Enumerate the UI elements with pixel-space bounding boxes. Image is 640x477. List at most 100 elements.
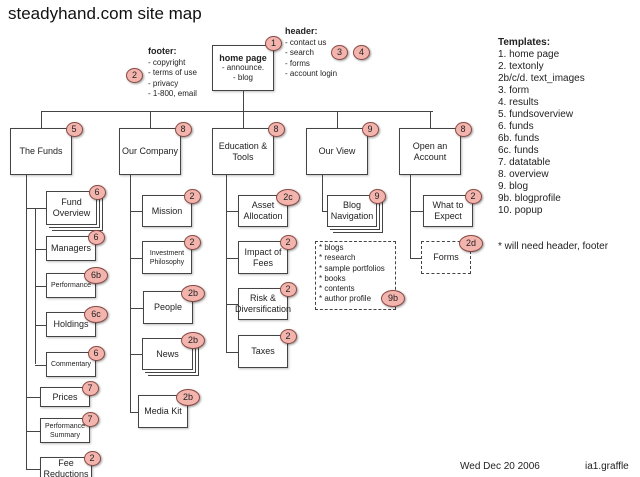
badge: 6 bbox=[87, 230, 105, 245]
connector-line bbox=[41, 111, 433, 112]
badge: 9 bbox=[368, 189, 386, 204]
footer-heading: footer: bbox=[148, 46, 177, 56]
node-our-company: Our Company bbox=[119, 128, 181, 175]
badge: 2 bbox=[279, 282, 297, 297]
template-item: 6c. funds bbox=[498, 145, 539, 156]
connector-line bbox=[410, 175, 411, 258]
node-open-an-account: Open an Account bbox=[399, 128, 461, 175]
badge: 9b bbox=[381, 290, 405, 307]
home-label: home page bbox=[219, 53, 267, 63]
list-item: * books bbox=[319, 273, 346, 283]
badge: 6b bbox=[84, 267, 108, 284]
badge: 6 bbox=[88, 185, 106, 200]
node-education-tools: Education & Tools bbox=[212, 128, 274, 175]
connector-line bbox=[410, 257, 421, 259]
blog-content-list: * blogs * research * sample portfolios *… bbox=[315, 241, 396, 310]
node-investment-philosophy: Investment Philosophy bbox=[142, 241, 192, 274]
footer-item: - privacy bbox=[148, 78, 179, 88]
badge: 9 bbox=[361, 122, 379, 137]
node-home-page: home page - announce. - blog bbox=[212, 45, 274, 91]
home-line: - announce. bbox=[221, 63, 265, 72]
connector-line bbox=[41, 111, 42, 128]
badge: 8 bbox=[174, 122, 192, 137]
badge: 3 bbox=[331, 45, 348, 60]
node-taxes: Taxes bbox=[238, 335, 288, 368]
badge: 2 bbox=[464, 189, 482, 204]
badge: 2 bbox=[183, 235, 201, 250]
template-item: 1. home page bbox=[498, 49, 560, 60]
node-impact-of-fees: Impact of Fees bbox=[238, 241, 288, 274]
connector-line bbox=[337, 111, 338, 128]
footer-item: - terms of use bbox=[148, 68, 197, 77]
header-item: - contact us bbox=[285, 37, 327, 47]
connector-line bbox=[410, 211, 423, 212]
list-item: * author profile bbox=[319, 294, 372, 304]
connector-line bbox=[130, 257, 142, 259]
node-prices: Prices bbox=[40, 387, 90, 407]
node-what-to-expect: What to Expect bbox=[423, 195, 473, 227]
header-item: - search bbox=[285, 48, 314, 57]
connector-line bbox=[130, 411, 138, 413]
badge: 2b bbox=[181, 332, 205, 349]
header-item: - forms bbox=[285, 58, 310, 68]
badge: 2 bbox=[279, 235, 297, 250]
connector-line bbox=[322, 211, 327, 212]
connector-line bbox=[430, 111, 431, 128]
template-item: 10. popup bbox=[498, 205, 543, 216]
template-item: 2. textonly bbox=[498, 61, 544, 72]
list-item: * blogs bbox=[319, 243, 344, 252]
badge: 2b bbox=[181, 285, 205, 302]
node-blog-navigation: Blog Navigation bbox=[327, 195, 377, 227]
template-item: 2b/c/d. text_images bbox=[498, 73, 585, 84]
node-our-view: Our View bbox=[306, 128, 368, 175]
node-fee-reductions: Fee Reductions bbox=[40, 457, 92, 477]
connector-line bbox=[130, 175, 131, 412]
badge: 4 bbox=[353, 45, 370, 60]
connector-line bbox=[26, 175, 27, 469]
badge: 2c bbox=[276, 189, 300, 206]
connector-line bbox=[26, 469, 40, 470]
header-note: header: - contact us - search - forms - … bbox=[285, 26, 337, 80]
badge: 6 bbox=[87, 346, 105, 361]
badge: 2b bbox=[176, 389, 200, 406]
date-label: Wed Dec 20 2006 bbox=[460, 461, 540, 472]
badge: 2d bbox=[459, 235, 483, 252]
node-managers: Managers bbox=[46, 236, 96, 261]
connector-line bbox=[26, 397, 40, 398]
home-line: - blog bbox=[232, 73, 253, 82]
badge: 7 bbox=[81, 381, 99, 396]
connector-line bbox=[243, 111, 244, 128]
badge: 1 bbox=[265, 36, 282, 51]
connector-line bbox=[322, 175, 323, 211]
list-item: * sample portfolios bbox=[319, 263, 385, 273]
node-holdings: Holdings bbox=[46, 312, 96, 337]
connector-line bbox=[35, 324, 46, 326]
connector-line bbox=[35, 364, 46, 366]
connector-line bbox=[35, 248, 46, 250]
badge: 5 bbox=[65, 122, 83, 137]
badge: 8 bbox=[267, 122, 285, 137]
connector-line bbox=[26, 430, 40, 432]
templates-heading: Templates: bbox=[498, 37, 551, 48]
filename-label: ia1.graffle bbox=[585, 461, 629, 472]
footer-item: - 1-800, email bbox=[148, 89, 197, 98]
list-item: * research bbox=[319, 253, 356, 263]
node-risk-diversification: Risk & Diversification bbox=[235, 288, 291, 320]
header-item: - account login bbox=[285, 69, 338, 78]
node-the-funds: The Funds bbox=[10, 128, 72, 175]
connector-line bbox=[35, 208, 46, 209]
header-heading: header: bbox=[285, 26, 318, 36]
badge: 2 bbox=[183, 189, 201, 204]
node-forms: Forms bbox=[421, 241, 471, 274]
node-fund-overview: Fund Overview bbox=[46, 191, 97, 225]
template-item: 4. results bbox=[498, 97, 539, 108]
template-item: 3. form bbox=[498, 85, 530, 96]
template-item: 6. funds bbox=[498, 121, 534, 132]
connector-line bbox=[130, 211, 142, 212]
badge: 2 bbox=[279, 329, 297, 344]
connector-line bbox=[243, 91, 244, 111]
template-item: 7. datatable bbox=[498, 157, 551, 168]
connector-line bbox=[150, 111, 151, 128]
